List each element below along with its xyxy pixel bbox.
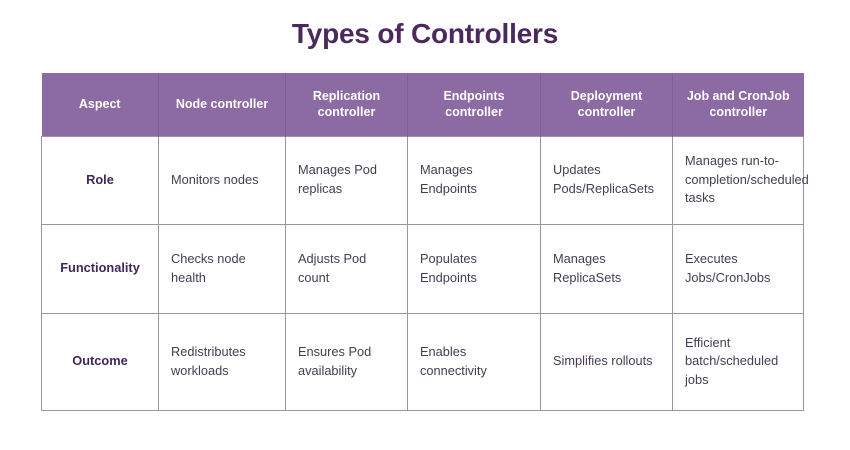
table-row: Functionality Checks node health Adjusts…	[41, 223, 804, 314]
column-header-job-cronjob-controller: Job and CronJob controller	[672, 73, 804, 136]
row-label-outcome: Outcome	[41, 312, 159, 411]
cell-role-endpoints: Manages Endpoints	[407, 135, 541, 225]
table-body: Role Monitors nodes Manages Pod replicas…	[41, 135, 809, 411]
controllers-table-container: Aspect Node controller Replication contr…	[41, 73, 809, 411]
column-header-deployment-controller: Deployment controller	[540, 73, 673, 136]
cell-functionality-job-cronjob: Executes Jobs/CronJobs	[672, 223, 804, 314]
cell-outcome-node: Redistributes workloads	[158, 312, 286, 411]
cell-role-deployment: Updates Pods/ReplicaSets	[540, 135, 673, 225]
cell-functionality-endpoints: Populates Endpoints	[407, 223, 541, 314]
column-header-endpoints-controller: Endpoints controller	[407, 73, 541, 136]
controllers-table: Aspect Node controller Replication contr…	[41, 73, 809, 411]
page-title: Types of Controllers	[291, 18, 559, 49]
column-header-node-controller: Node controller	[158, 73, 286, 136]
row-label-functionality: Functionality	[41, 223, 159, 314]
row-label-role: Role	[41, 135, 159, 225]
cell-functionality-replication: Adjusts Pod count	[285, 223, 408, 314]
cell-functionality-deployment: Manages ReplicaSets	[540, 223, 673, 314]
cell-outcome-endpoints: Enables connectivity	[407, 312, 541, 411]
cell-role-job-cronjob: Manages run-to-completion/scheduled task…	[672, 135, 809, 225]
table-header-row: Aspect Node controller Replication contr…	[41, 73, 804, 136]
table-row: Outcome Redistributes workloads Ensures …	[41, 312, 804, 411]
cell-functionality-node: Checks node health	[158, 223, 286, 314]
column-header-aspect: Aspect	[41, 73, 159, 136]
table-row: Role Monitors nodes Manages Pod replicas…	[41, 135, 809, 225]
cell-outcome-deployment: Simplifies rollouts	[540, 312, 673, 411]
cell-role-replication: Manages Pod replicas	[285, 135, 408, 225]
cell-outcome-replication: Ensures Pod availability	[285, 312, 408, 411]
column-header-replication-controller: Replication controller	[285, 73, 408, 136]
cell-outcome-job-cronjob: Efficient batch/scheduled jobs	[672, 312, 804, 411]
cell-role-node: Monitors nodes	[158, 135, 286, 225]
table-header: Aspect Node controller Replication contr…	[41, 73, 804, 136]
